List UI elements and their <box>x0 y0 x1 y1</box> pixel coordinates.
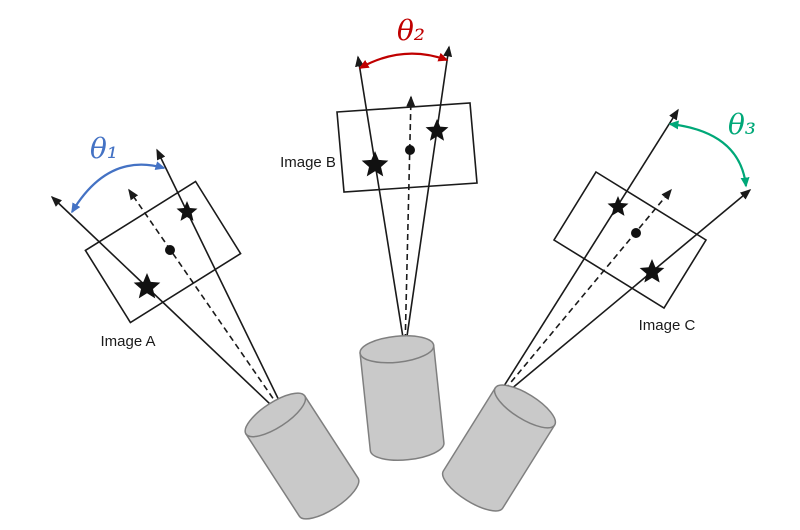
ray-b-left <box>355 55 406 351</box>
principal-point-dot <box>631 228 641 238</box>
ray-a-left <box>50 195 291 424</box>
camera-b-rays <box>355 45 453 351</box>
theta1-label: θ₁ <box>90 132 118 165</box>
angle-arc-theta2 <box>358 52 449 69</box>
camera-c-rays <box>491 108 752 406</box>
image-c-label: Image C <box>639 317 696 334</box>
camera-cylinder-side <box>359 344 445 461</box>
camera-b-body <box>359 335 445 461</box>
angle-arc-theta1 <box>71 161 166 214</box>
theta2-label: θ₂ <box>397 14 425 47</box>
principal-point-dot <box>165 245 175 255</box>
image-plane-b <box>336 102 478 193</box>
camera-a-body <box>244 392 360 520</box>
image-c-features <box>607 196 665 283</box>
image-a-label: Image A <box>100 333 155 350</box>
image-a-features <box>133 201 198 299</box>
optical-axis-a <box>128 188 291 424</box>
optical-axis-b <box>404 95 416 351</box>
angle-arc-theta3 <box>668 120 750 188</box>
image-plane-c <box>552 170 708 310</box>
camera-cylinder-top <box>493 384 557 429</box>
camera-cylinder-top <box>244 392 307 438</box>
ray-a-right <box>156 148 291 424</box>
theta3-label: θ₃ <box>728 108 756 141</box>
principal-point-dot <box>405 145 415 155</box>
feature-star-icon <box>425 119 449 141</box>
camera-a-rays <box>50 148 291 424</box>
feature-star-icon <box>133 273 161 299</box>
image-plane-a <box>84 180 242 324</box>
optical-axis-c <box>491 188 672 406</box>
ray-b-right <box>404 45 453 351</box>
feature-star-icon <box>361 151 389 177</box>
feature-star-icon <box>176 201 198 221</box>
image-b-label: Image B <box>280 154 336 171</box>
ray-c-left <box>491 108 679 406</box>
feature-star-icon <box>607 196 629 216</box>
camera-cylinder-top <box>359 335 435 364</box>
camera-c-body <box>441 384 557 512</box>
ray-c-right <box>491 189 752 406</box>
image-b-features <box>361 119 449 177</box>
